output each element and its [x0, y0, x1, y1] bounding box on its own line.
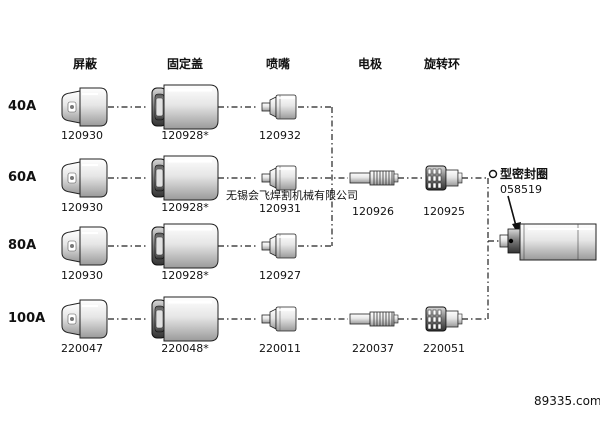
amps-label: 40A — [8, 99, 37, 114]
oring-arrow-icon — [507, 195, 521, 234]
header-nozzle: 喷嘴 — [265, 57, 290, 71]
site-watermark: 89335.com — [534, 394, 600, 408]
amps-label: 100A — [8, 311, 46, 326]
part-number-shield: 220047 — [61, 342, 103, 355]
retaining-cap-100a-icon — [150, 295, 220, 343]
nozzle-100a-icon — [261, 306, 297, 332]
electrode-100a-icon — [349, 311, 399, 327]
part-number-electrode: 220037 — [352, 342, 394, 355]
part-number-retaining-cap: 220048* — [161, 342, 209, 355]
header-shield: 屏蔽 — [72, 57, 97, 71]
part-number-retaining-cap: 120928* — [161, 201, 209, 214]
header-retaining-cap: 固定盖 — [166, 57, 203, 71]
oring-marker-icon — [488, 169, 498, 179]
part-number-nozzle: 120931 — [259, 202, 301, 215]
retaining-cap-60a-icon — [150, 154, 220, 202]
header-swirl-ring: 旋转环 — [423, 57, 460, 71]
part-number-nozzle: 120927 — [259, 269, 301, 282]
nozzle-60a-icon — [261, 165, 297, 191]
swirl-ring-100a-icon — [425, 306, 463, 332]
electrode-shared-icon — [349, 170, 399, 186]
oring-part-number: 058519 — [500, 183, 542, 196]
retaining-cap-80a-icon — [150, 222, 220, 270]
part-number-nozzle: 220011 — [259, 342, 301, 355]
part-number-retaining-cap: 120928* — [161, 269, 209, 282]
company-watermark: 无锡会飞焊割机械有限公司 — [226, 189, 358, 202]
swirl-ring-shared-icon — [425, 165, 463, 191]
part-number-shield: 120930 — [61, 269, 103, 282]
oring-label: 型密封圈 — [500, 167, 549, 181]
part-number-swirl-ring: 220051 — [423, 342, 465, 355]
part-number-retaining-cap: 120928* — [161, 129, 209, 142]
shield-80a-icon — [61, 226, 108, 266]
shield-60a-icon — [61, 158, 108, 198]
nozzle-80a-icon — [261, 233, 297, 259]
shield-40a-icon — [61, 87, 108, 127]
part-number-swirl-ring: 120925 — [423, 205, 465, 218]
nozzle-40a-icon — [261, 94, 297, 120]
part-number-electrode: 120926 — [352, 205, 394, 218]
shield-100a-icon — [61, 299, 108, 339]
header-electrode: 电极 — [357, 57, 382, 71]
amps-label: 80A — [8, 238, 37, 253]
part-number-shield: 120930 — [61, 201, 103, 214]
connection-lines — [108, 106, 500, 320]
part-number-nozzle: 120932 — [259, 129, 301, 142]
torch-body-icon — [499, 223, 597, 261]
retaining-cap-40a-icon — [150, 83, 220, 131]
amps-label: 60A — [8, 170, 37, 185]
part-number-shield: 120930 — [61, 129, 103, 142]
